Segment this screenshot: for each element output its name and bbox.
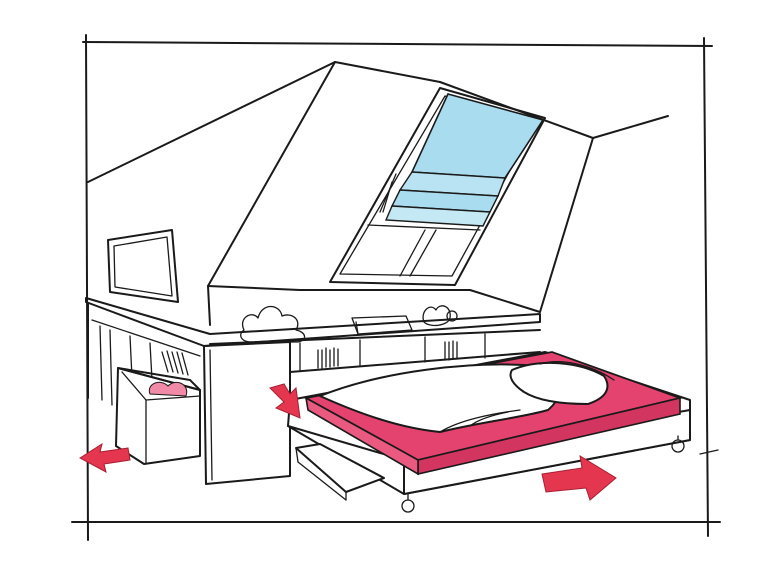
arrow-down-right-icon [269, 383, 301, 419]
built-in-shelving [85, 297, 541, 485]
arrow-right-icon [541, 455, 617, 501]
pullout-drawer [115, 367, 201, 465]
arrow-left-icon [79, 442, 131, 473]
attic-walls [87, 61, 669, 326]
pullout-bed [287, 351, 691, 513]
roman-blind [379, 93, 545, 227]
wall-screen [107, 229, 179, 303]
books [161, 340, 458, 376]
